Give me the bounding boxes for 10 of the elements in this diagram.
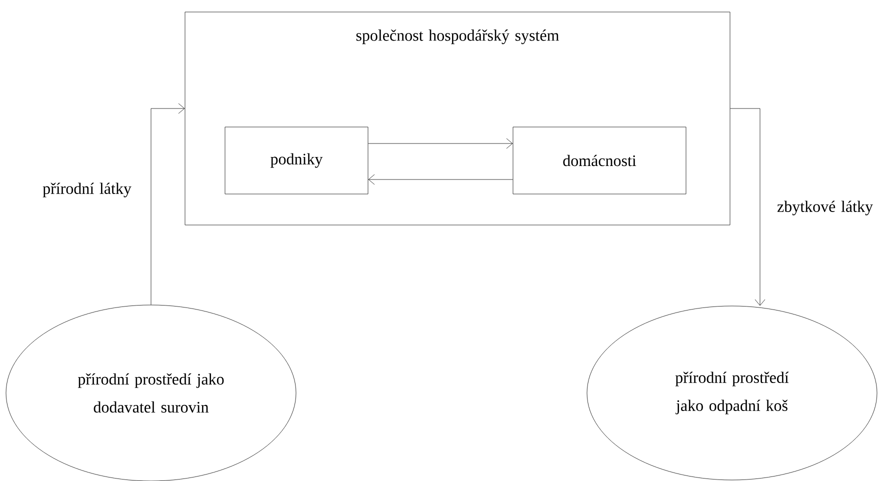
arrow (730, 108, 766, 306)
edge-label: zbytkové látky (774, 200, 876, 216)
edge-label: přírodní látky (36, 182, 138, 198)
arrow (150, 103, 185, 305)
container-box (184, 12, 730, 226)
arrow (368, 138, 513, 149)
process-box: podniky (224, 126, 368, 194)
arrow (368, 174, 513, 185)
process-box: domácnosti (512, 126, 686, 194)
box-title: společnost hospodářský systém (356, 30, 559, 44)
